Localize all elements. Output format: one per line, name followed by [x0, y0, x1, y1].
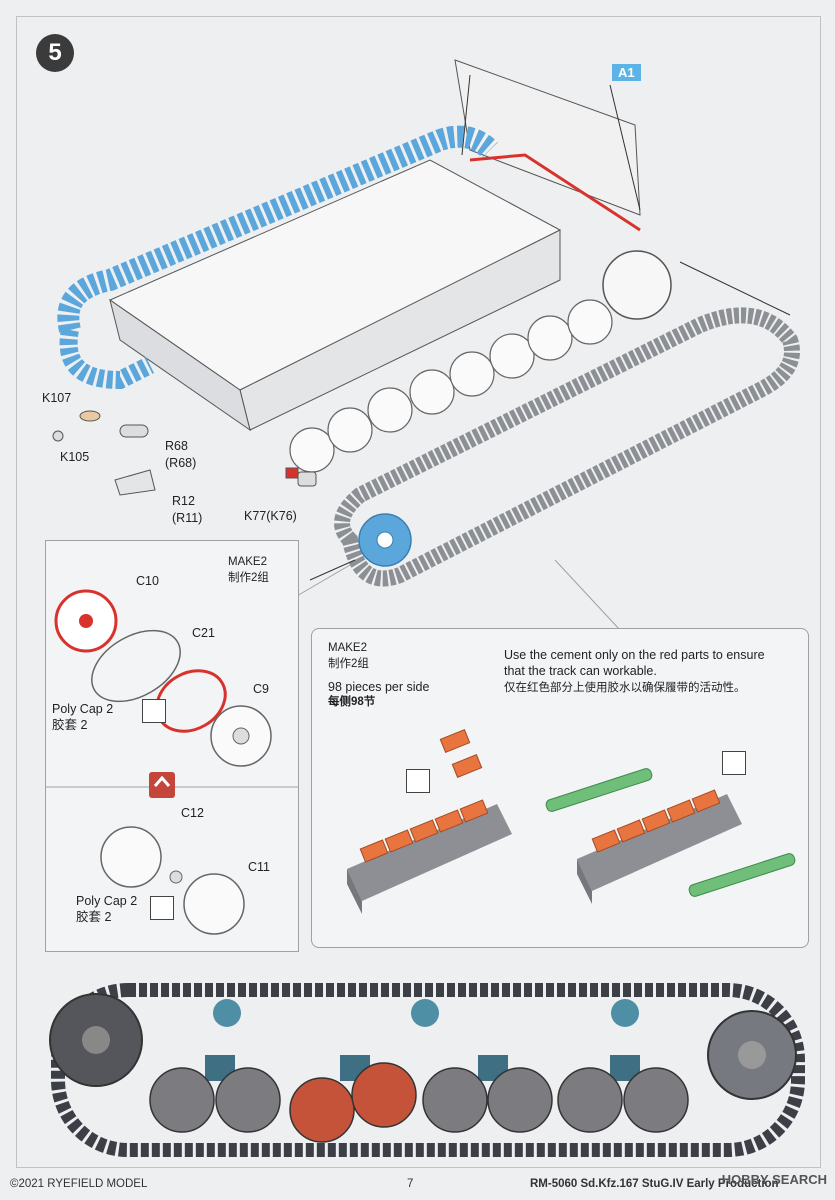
road-wheels	[289, 299, 613, 473]
wheel-make-label: MAKE2	[228, 556, 267, 568]
side-view-track	[49, 983, 805, 1157]
track-assembly-panel: MAKE2 制作2组 98 pieces per side 每侧98节 Use …	[311, 628, 809, 948]
part-label-r11: (R11)	[172, 511, 203, 525]
cement-note: Use the cement only on the red parts to …	[504, 648, 765, 662]
part-label-r12: R12	[172, 494, 195, 508]
red-cement-line	[469, 153, 641, 232]
page-number: 7	[407, 1178, 414, 1190]
callout-line-2	[554, 559, 621, 631]
pieces-per-side-cn: 每侧98节	[328, 696, 376, 708]
no-cement-icon	[142, 699, 166, 723]
cement-note-cn: 仅在红色部分上使用胶水以确保履带的活动性。	[504, 682, 746, 694]
step-number-badge: 5	[36, 34, 74, 72]
part-label-c11: C11	[248, 860, 271, 874]
poly-cap-label-1: Poly Cap 2	[52, 702, 114, 716]
small-parts	[52, 410, 317, 496]
part-label-c12: C12	[181, 806, 204, 820]
poly-cap-cn-1: 胶套 2	[52, 718, 88, 732]
part-label-c21: C21	[192, 626, 215, 640]
pieces-per-side: 98 pieces per side	[328, 680, 430, 694]
copyright: ©2021 RYEFIELD MODEL	[10, 1178, 148, 1190]
track-make-cn: 制作2组	[328, 658, 369, 670]
part-label-r68: R68	[165, 439, 188, 453]
wheel-make-cn: 制作2组	[228, 572, 269, 584]
product-code: RM-5060 Sd.Kfz.167 StuG.IV Early Product…	[530, 1178, 779, 1190]
blue-track-upper	[57, 125, 498, 333]
page-frame	[16, 16, 821, 1168]
blue-track-rear	[59, 328, 155, 390]
cement-note-2: that the track can workable.	[504, 664, 657, 678]
wheel-assembly-panel: MAKE2 制作2组 C10 C21 C9 Poly Cap 2 胶套 2 C1…	[45, 540, 299, 952]
part-label-a1: A1	[612, 64, 641, 81]
callout-line	[289, 564, 351, 615]
sprocket-wheel	[602, 250, 672, 320]
no-cement-icon-3	[406, 769, 430, 793]
track-make-label: MAKE2	[328, 642, 367, 654]
part-label-c9: C9	[253, 682, 269, 696]
part-label-k77: K77(K76)	[244, 509, 297, 523]
poly-cap-cn-2: 胶套 2	[76, 910, 112, 924]
watermark: HOBBY SEARCH	[721, 1172, 827, 1187]
track-jig-left	[347, 728, 512, 914]
cement-icon	[722, 751, 746, 775]
part-label-k105: K105	[60, 450, 90, 464]
part-label-c10: C10	[136, 574, 159, 588]
track-jig-right	[545, 768, 796, 904]
hull-illustration	[108, 59, 641, 432]
no-cement-icon-2	[150, 896, 174, 920]
part-label-k107: K107	[42, 391, 72, 405]
part-label-r68-alt: (R68)	[165, 456, 197, 470]
poly-cap-label-2: Poly Cap 2	[76, 894, 138, 908]
grey-track-loop	[334, 307, 800, 587]
